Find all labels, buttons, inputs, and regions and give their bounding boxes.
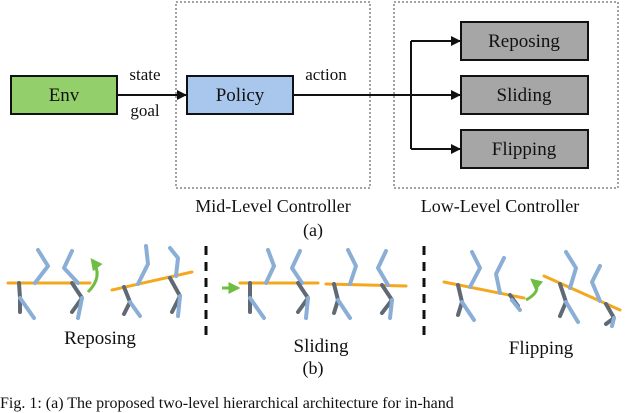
finger [33,248,50,285]
finger [304,296,310,320]
reposing-before [6,248,103,320]
flipping-primitive-box [460,129,589,169]
low-level-controller-region [393,1,619,189]
finger [388,298,394,320]
goal-label: goal [130,101,160,120]
architecture-diagram: Env state goal Policy action Reposing Sl… [10,1,619,241]
figure-caption: Fig. 1: (a) The proposed two-level hiera… [0,395,454,412]
finger [128,300,142,318]
finger [564,250,578,290]
reposing-group-label: Reposing [64,328,136,349]
finger [376,249,390,287]
finger [290,249,304,285]
finger [168,246,180,278]
sliding-group-label: Sliding [294,336,349,357]
finger [76,296,84,320]
policy-box [186,75,294,115]
primitive-illustrations: Reposing Slidin [6,244,622,379]
sliding-primitive-box [460,75,589,115]
policy-label: Policy [216,85,265,106]
env-label: Env [49,85,80,106]
finger [18,296,36,320]
action-label: action [305,65,347,84]
finger [264,248,276,285]
finger [460,300,476,322]
finger [336,298,352,320]
sliding-primitive-label: Sliding [497,85,552,106]
finger [610,316,616,328]
panel-a-label: (a) [303,220,323,241]
reposing-after [110,244,194,318]
reposing-primitive-label: Reposing [488,31,560,52]
finger [62,249,80,285]
flipping-group-label: Flipping [509,338,574,359]
state-label: state [129,65,160,84]
panel-b-label: (b) [303,358,324,379]
finger [558,282,568,318]
finger [176,294,182,318]
finger [136,244,150,286]
finger [248,296,266,320]
finger [590,264,602,303]
mid-level-controller-region [175,1,371,189]
flipping-primitive-label: Flipping [492,139,557,160]
object-bar [324,282,408,288]
flipping-before [442,250,544,322]
finger [468,250,482,289]
sliding-illustration: Sliding [222,248,408,357]
figure-canvas: Env state goal Policy action Reposing Sl… [6,1,622,379]
finger [494,256,506,295]
reposing-illustration: Reposing [6,244,194,349]
flipping-after [542,250,622,328]
flipping-illustration: Flipping [442,250,622,359]
low-level-caption: Low-Level Controller [421,196,579,216]
finger [346,248,358,286]
sliding-before [222,248,320,320]
flip-arrow-icon [525,278,544,302]
sliding-after [324,248,408,320]
mid-level-caption: Mid-Level Controller [195,196,350,216]
finger [510,298,522,312]
rotate-arrow-icon [86,258,103,294]
finger [564,300,580,324]
reposing-primitive-box [460,21,589,61]
finger [456,283,464,317]
